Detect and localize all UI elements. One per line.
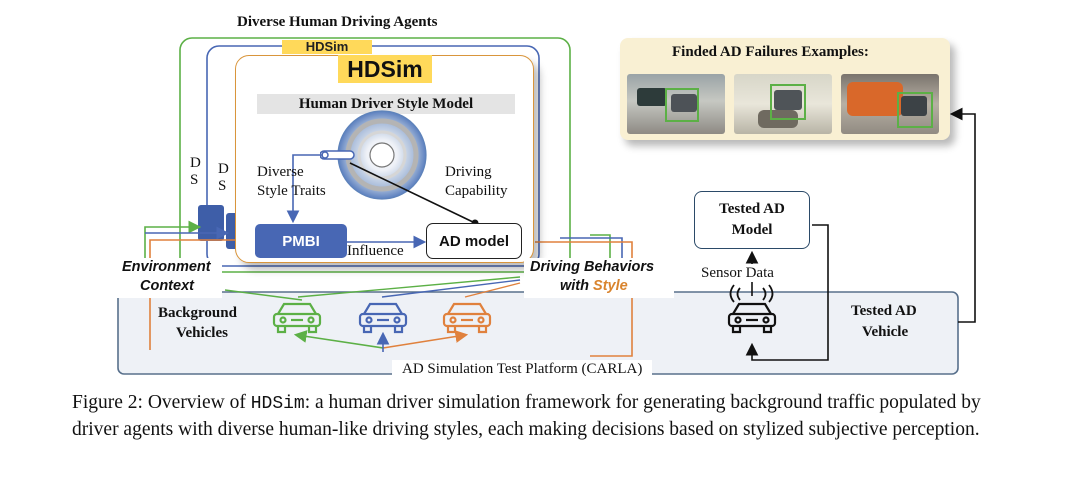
context-label: Context <box>140 278 194 294</box>
failure-highlight-box <box>897 92 933 128</box>
caption-text: : a human driver simulation framework fo… <box>72 392 981 440</box>
figure-caption: Figure 2: Overview of HDSim: a human dri… <box>72 390 1012 442</box>
fan-green <box>297 276 521 298</box>
bottom-arrow-green <box>293 330 384 349</box>
sensor-data-label: Sensor Data <box>701 264 774 282</box>
tested-model-line1: Tested AD <box>719 201 785 217</box>
orange-route <box>149 239 236 350</box>
driving-capability-label: Driving <box>445 164 492 180</box>
caption-name: HDSim <box>250 394 305 414</box>
environment-label: Environment <box>122 259 211 275</box>
thumb-car <box>901 96 927 116</box>
thumb-car <box>671 94 697 112</box>
model-to-vehicle-arrow <box>745 224 829 361</box>
style-model-title: Human Driver Style Model <box>257 94 515 114</box>
background-vehicles-label: Vehicles <box>176 325 228 341</box>
back-letter: D <box>218 161 229 177</box>
fan-env <box>224 289 303 301</box>
tested-vehicle-label: Tested AD <box>851 303 917 319</box>
car-icon-green <box>272 302 322 334</box>
failures-title: Finded AD Failures Examples: <box>672 44 869 60</box>
tested-vehicle-label: Vehicle <box>862 324 909 340</box>
sensor-waves-icon <box>729 284 774 303</box>
hdsim-tag: HDSim <box>338 55 432 83</box>
car-icon-blue <box>358 302 408 334</box>
failure-thumbnail-1 <box>627 74 725 134</box>
fan-blue <box>381 279 521 298</box>
thumb-car <box>774 90 802 110</box>
tested-car-icon <box>727 302 777 334</box>
fan-orange <box>464 282 521 298</box>
style-word: Style <box>593 278 628 294</box>
diverse-traits-label: Diverse <box>257 164 304 180</box>
tested-model-line2: Model <box>731 222 773 238</box>
ad-model-block: AD model <box>426 223 522 259</box>
failure-thumbnail-3 <box>841 74 939 134</box>
car-icon-orange <box>442 302 492 334</box>
environment-label-bg <box>110 258 222 298</box>
thumb-car <box>637 88 667 106</box>
driving-behaviors-label: Driving Behaviors <box>530 259 655 275</box>
back-letter: D <box>190 155 201 171</box>
back-letter: S <box>218 178 227 194</box>
bottom-arrow-orange <box>382 330 469 349</box>
influence-label: Influence <box>347 243 404 259</box>
thumb-truck <box>847 82 903 116</box>
background-vehicles-label: Background <box>158 305 237 321</box>
failure-highlight-box <box>770 84 806 120</box>
back-hdsim-tag: HDSim <box>282 40 372 54</box>
behaviors-label-bg <box>524 258 674 298</box>
caption-prefix: Figure 2: Overview of <box>72 392 251 413</box>
driving-capability-label: Capability <box>445 183 508 199</box>
failure-highlight-box <box>665 88 699 122</box>
orange-output <box>535 241 633 357</box>
back-letter: S <box>190 172 199 188</box>
platform-label: AD Simulation Test Platform (CARLA) <box>392 360 653 378</box>
with-word: with <box>560 278 594 294</box>
with-style-label: with Style <box>560 278 628 294</box>
tested-ad-model-box: Tested AD Model <box>694 191 810 249</box>
diverse-traits-label: Style Traits <box>257 183 326 199</box>
back-pmbi-1 <box>198 205 224 241</box>
pmbi-block: PMBI <box>255 224 347 258</box>
vehicle-to-failures-arrow <box>949 107 976 323</box>
failure-thumbnail-2 <box>734 74 832 134</box>
stack-title: Diverse Human Driving Agents <box>237 14 438 30</box>
